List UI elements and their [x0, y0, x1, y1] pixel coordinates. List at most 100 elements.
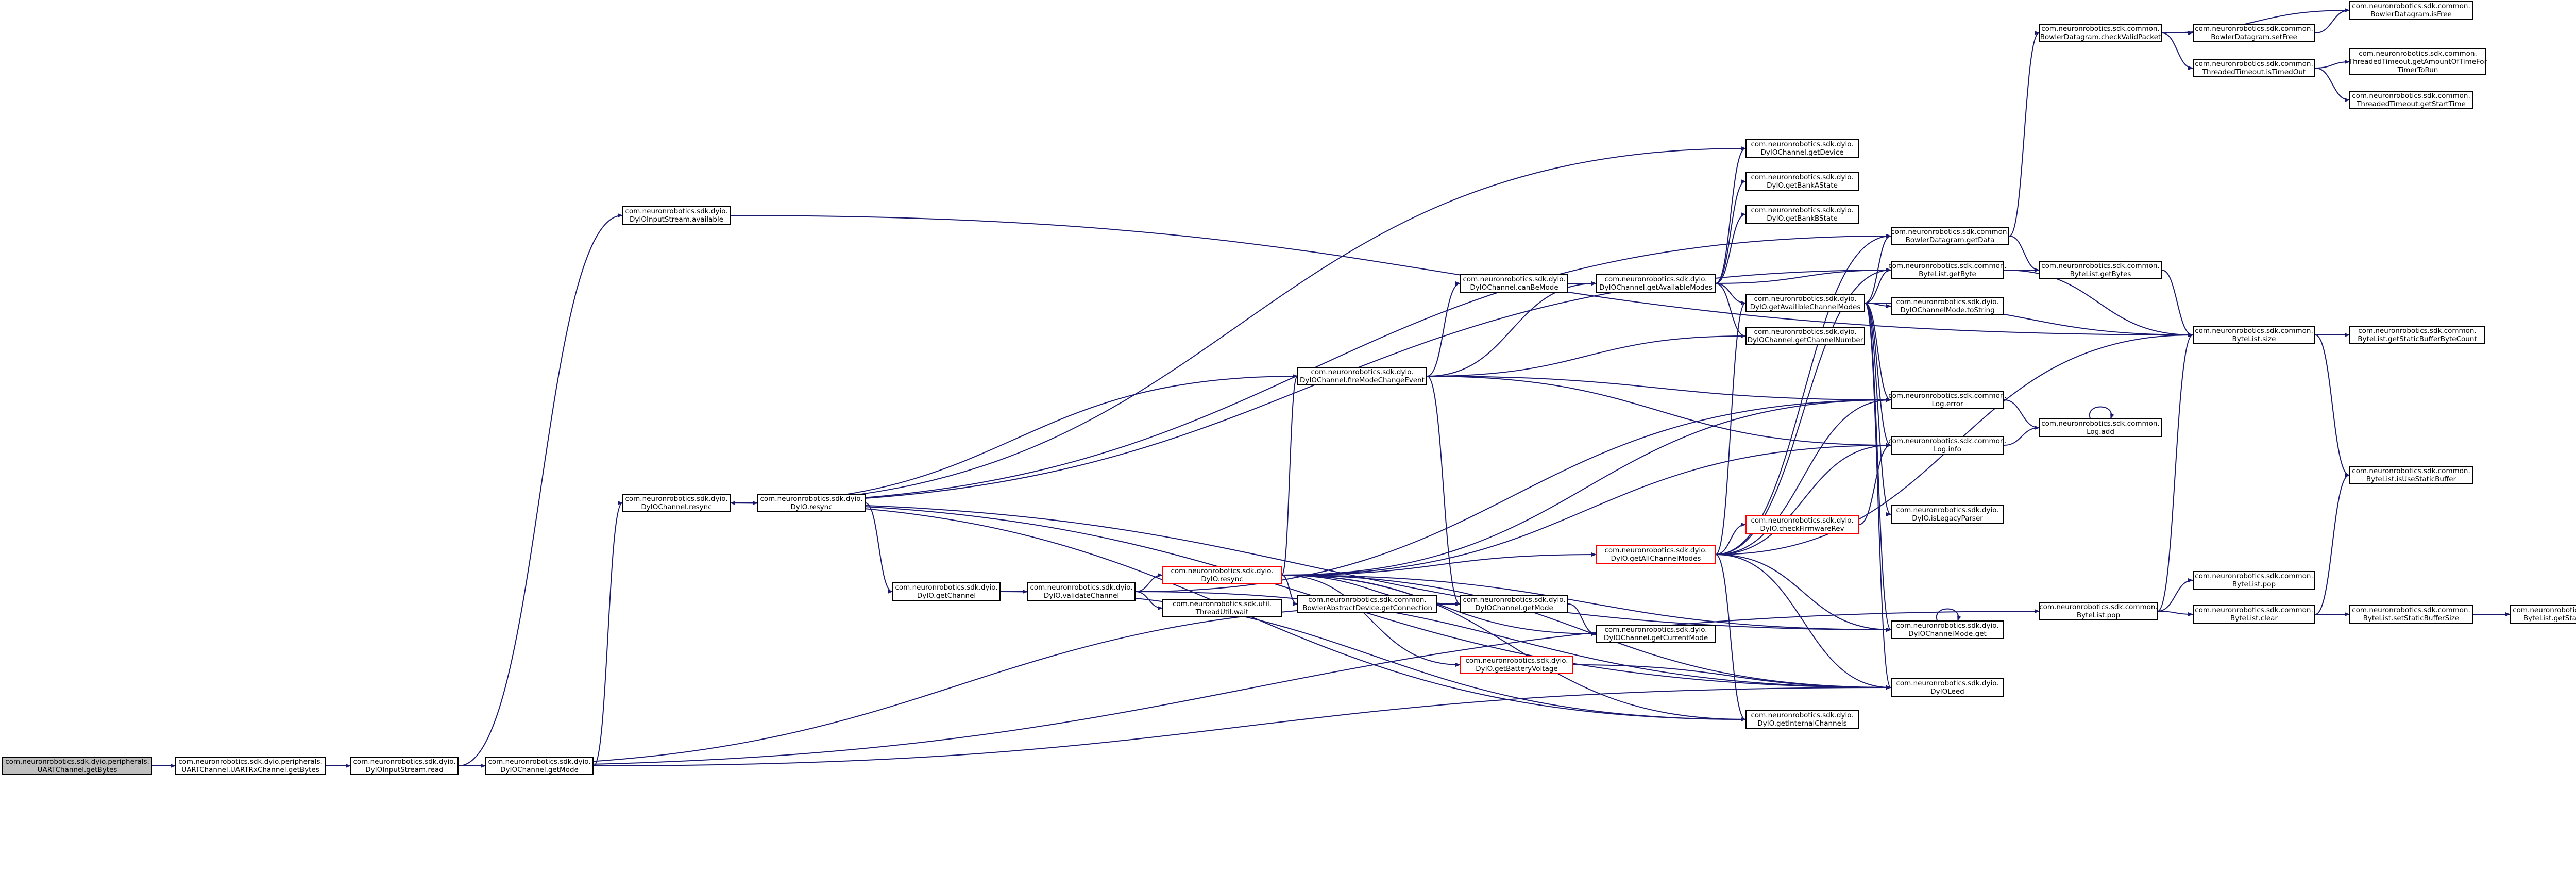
node-label-line: com.neuronrobotics.sdk.common. — [2039, 603, 2158, 611]
node-label-line: ThreadedTimeout.getAmountOfTimeFor — [2348, 58, 2487, 66]
graph-node-n25[interactable]: com.neuronrobotics.sdk.dyio.DyIOChannel.… — [1596, 625, 1716, 643]
call-edge-n22-n33 — [1865, 234, 1891, 304]
graph-node-n13[interactable]: com.neuronrobotics.sdk.common.BowlerAbst… — [1297, 595, 1437, 613]
graph-node-n21[interactable]: com.neuronrobotics.sdk.dyio.DyIO.getBank… — [1745, 205, 1859, 224]
graph-node-n40[interactable]: com.neuronrobotics.sdk.common.Log.add — [2039, 418, 2162, 437]
node-label-line: ThreadUtil.wait — [1195, 608, 1249, 616]
graph-node-n2[interactable]: com.neuronrobotics.sdk.dyio.peripherals.… — [175, 757, 326, 775]
graph-node-n43[interactable]: com.neuronrobotics.sdk.common.BowlerData… — [2349, 1, 2473, 20]
node-label-line: BowlerDatagram.checkValidPacket — [2040, 33, 2161, 41]
node-label-line: com.neuronrobotics.sdk.common. — [2041, 262, 2160, 270]
graph-node-n29[interactable]: com.neuronrobotics.sdk.common.Log.info — [1888, 436, 2007, 455]
graph-node-n9[interactable]: com.neuronrobotics.sdk.dyio.DyIO.validat… — [1027, 582, 1136, 601]
graph-node-n49[interactable]: com.neuronrobotics.sdk.common.ByteList.s… — [2349, 605, 2473, 624]
call-edge-n22-n32 — [1865, 303, 1891, 690]
graph-node-n18[interactable]: com.neuronrobotics.sdk.dyio.DyIO.getAllC… — [1596, 545, 1716, 564]
call-edge-n36-n46 — [2157, 333, 2193, 612]
graph-node-n39[interactable]: com.neuronrobotics.sdk.common.ByteList.g… — [2039, 261, 2162, 279]
node-label-line: com.neuronrobotics.sdk.common. — [2513, 606, 2576, 614]
graph-node-n48[interactable]: com.neuronrobotics.sdk.common.ByteList.i… — [2349, 466, 2473, 484]
node-label-line: DyIOLeed — [1930, 687, 1964, 696]
node-label-line: ByteList.pop — [2076, 611, 2121, 619]
node-label-line: com.neuronrobotics.sdk.dyio. — [625, 495, 728, 503]
node-label-line: DyIOChannelMode.get — [1908, 630, 1987, 638]
call-edge-n36-n42 — [2157, 611, 2193, 616]
call-edge-n9-n28 — [1135, 398, 1891, 592]
graph-node-n17[interactable]: com.neuronrobotics.sdk.dyio.DyIOChannel.… — [1596, 274, 1716, 293]
graph-node-n47[interactable]: com.neuronrobotics.sdk.common.ByteList.g… — [2349, 326, 2485, 344]
node-label-line: DyIO.getBankAState — [1767, 181, 1838, 190]
node-label-line: DyIO.checkFirmwareRev — [1760, 525, 1844, 533]
graph-node-n46[interactable]: com.neuronrobotics.sdk.common.ByteList.s… — [2193, 326, 2315, 344]
node-label-line: ThreadedTimeout.isTimedOut — [2202, 68, 2306, 76]
node-label-line: UARTChannel.UARTRxChannel.getBytes — [181, 766, 319, 774]
graph-node-n31[interactable]: com.neuronrobotics.sdk.dyio.DyIOChannelM… — [1891, 620, 2004, 639]
graph-node-n14[interactable]: com.neuronrobotics.sdk.dyio.DyIOChannel.… — [1460, 595, 1568, 613]
graph-node-n20[interactable]: com.neuronrobotics.sdk.dyio.DyIO.getBank… — [1745, 172, 1859, 191]
node-label-line: DyIOChannelMode.toString — [1900, 306, 1995, 314]
graph-node-n42[interactable]: com.neuronrobotics.sdk.common.ByteList.c… — [2193, 605, 2315, 624]
call-edge-n22-n28 — [1865, 303, 1891, 402]
call-edge-n10-n28 — [1281, 398, 1891, 576]
node-label-line: com.neuronrobotics.sdk.dyio. — [1171, 567, 1274, 575]
graph-node-n50[interactable]: com.neuronrobotics.sdk.common.ByteList.g… — [2510, 605, 2576, 624]
call-edge-n24-n29 — [1858, 443, 1891, 525]
graph-node-n23[interactable]: com.neuronrobotics.sdk.dyio.DyIOChannel.… — [1745, 327, 1865, 345]
call-edge-n6-n31 — [730, 502, 1891, 632]
graph-node-n19[interactable]: com.neuronrobotics.sdk.dyio.DyIOChannel.… — [1745, 139, 1859, 158]
node-label-line: ByteList.setStaticBufferSize — [2363, 614, 2460, 623]
graph-node-n16[interactable]: com.neuronrobotics.sdk.dyio.DyIOChannel.… — [1460, 274, 1568, 293]
graph-node-n38[interactable]: com.neuronrobotics.sdk.common.ThreadedTi… — [2193, 59, 2315, 77]
graph-node-n44[interactable]: com.neuronrobotics.sdk.common.ThreadedTi… — [2348, 48, 2487, 75]
graph-node-n8[interactable]: com.neuronrobotics.sdk.dyio.DyIO.getChan… — [892, 582, 1001, 601]
graph-node-n10[interactable]: com.neuronrobotics.sdk.dyio.DyIO.resync — [1162, 566, 1282, 584]
call-edge-n17-n19 — [1715, 146, 1746, 284]
graph-node-n4[interactable]: com.neuronrobotics.sdk.dyio.DyIOInputStr… — [622, 206, 731, 225]
graph-node-n30[interactable]: com.neuronrobotics.sdk.dyio.DyIO.isLegac… — [1891, 505, 2004, 524]
node-label-line: DyIO.getBatteryVoltage — [1476, 665, 1558, 673]
call-edge-n18-n28 — [1715, 398, 1891, 555]
graph-node-n27[interactable]: com.neuronrobotics.sdk.dyio.DyIOChannelM… — [1891, 297, 2004, 315]
call-edge-n38-n45 — [2315, 68, 2350, 102]
graph-node-n41[interactable]: com.neuronrobotics.sdk.common.ByteList.p… — [2193, 571, 2315, 590]
call-edge-n12-n14 — [1427, 376, 1461, 606]
graph-node-n3[interactable]: com.neuronrobotics.sdk.dyio.DyIOInputStr… — [350, 757, 459, 775]
node-label-line: com.neuronrobotics.sdk.common. — [1888, 437, 2007, 445]
node-label-line: ByteList.getBytes — [2070, 270, 2131, 278]
call-edge-n22-n30 — [1865, 303, 1891, 516]
graph-node-n11[interactable]: com.neuronrobotics.sdk.util.ThreadUtil.w… — [1162, 599, 1282, 617]
node-label-line: com.neuronrobotics.sdk.common. — [2195, 572, 2313, 580]
node-label-line: DyIOChannel.getMode — [500, 766, 579, 774]
graph-node-n32[interactable]: com.neuronrobotics.sdk.dyio.DyIOLeed — [1891, 678, 2004, 697]
graph-node-n15[interactable]: com.neuronrobotics.sdk.dyio.DyIO.getBatt… — [1460, 656, 1573, 674]
node-label-line: ByteList.clear — [2230, 614, 2278, 623]
graph-node-n37[interactable]: com.neuronrobotics.sdk.common.BowlerData… — [2193, 24, 2315, 42]
node-label-line: ThreadedTimeout.getStartTime — [2357, 100, 2466, 108]
graph-node-n35[interactable]: com.neuronrobotics.sdk.common.BowlerData… — [2039, 24, 2162, 42]
graph-node-n6[interactable]: com.neuronrobotics.sdk.dyio.DyIOChannel.… — [622, 494, 731, 512]
call-edge-n18-n34 — [1715, 268, 1891, 555]
call-edge-n17-n23 — [1715, 283, 1746, 338]
graph-node-n36[interactable]: com.neuronrobotics.sdk.common.ByteList.p… — [2039, 602, 2158, 620]
node-label-line: DyIOInputStream.read — [365, 766, 444, 774]
graph-node-n28[interactable]: com.neuronrobotics.sdk.common.Log.error — [1888, 391, 2007, 409]
call-edge-n35-n38 — [2161, 32, 2193, 70]
call-edge-n10-n12 — [1281, 374, 1298, 576]
node-label-line: DyIO.isLegacyParser — [1912, 514, 1983, 523]
node-label-line: com.neuronrobotics.sdk.dyio.peripherals. — [5, 758, 149, 766]
graph-node-n45[interactable]: com.neuronrobotics.sdk.common.ThreadedTi… — [2349, 91, 2473, 109]
call-edge-n38-n44 — [2315, 60, 2350, 69]
graph-node-n22[interactable]: com.neuronrobotics.sdk.dyio.DyIO.getAvai… — [1745, 294, 1865, 312]
graph-node-n34[interactable]: com.neuronrobotics.sdk.common.ByteList.g… — [1888, 261, 2007, 279]
graph-node-n7[interactable]: com.neuronrobotics.sdk.dyio.DyIO.resync — [757, 494, 866, 512]
call-edge-n10-n25 — [1281, 575, 1597, 636]
call-edge-n9-n32 — [1135, 591, 1891, 690]
call-edge-n12-n16 — [1427, 281, 1461, 377]
graph-node-n24[interactable]: com.neuronrobotics.sdk.dyio.DyIO.checkFi… — [1745, 515, 1859, 534]
graph-node-n26[interactable]: com.neuronrobotics.sdk.dyio.DyIO.getInte… — [1745, 710, 1859, 729]
graph-node-n33[interactable]: com.neuronrobotics.sdk.common.BowlerData… — [1891, 227, 2009, 245]
node-label-line: DyIO.validateChannel — [1043, 592, 1120, 600]
graph-node-n12[interactable]: com.neuronrobotics.sdk.dyio.DyIOChannel.… — [1297, 367, 1427, 385]
graph-node-n5[interactable]: com.neuronrobotics.sdk.dyio.DyIOChannel.… — [485, 757, 594, 775]
call-edge-n17-n34 — [1715, 268, 1891, 284]
